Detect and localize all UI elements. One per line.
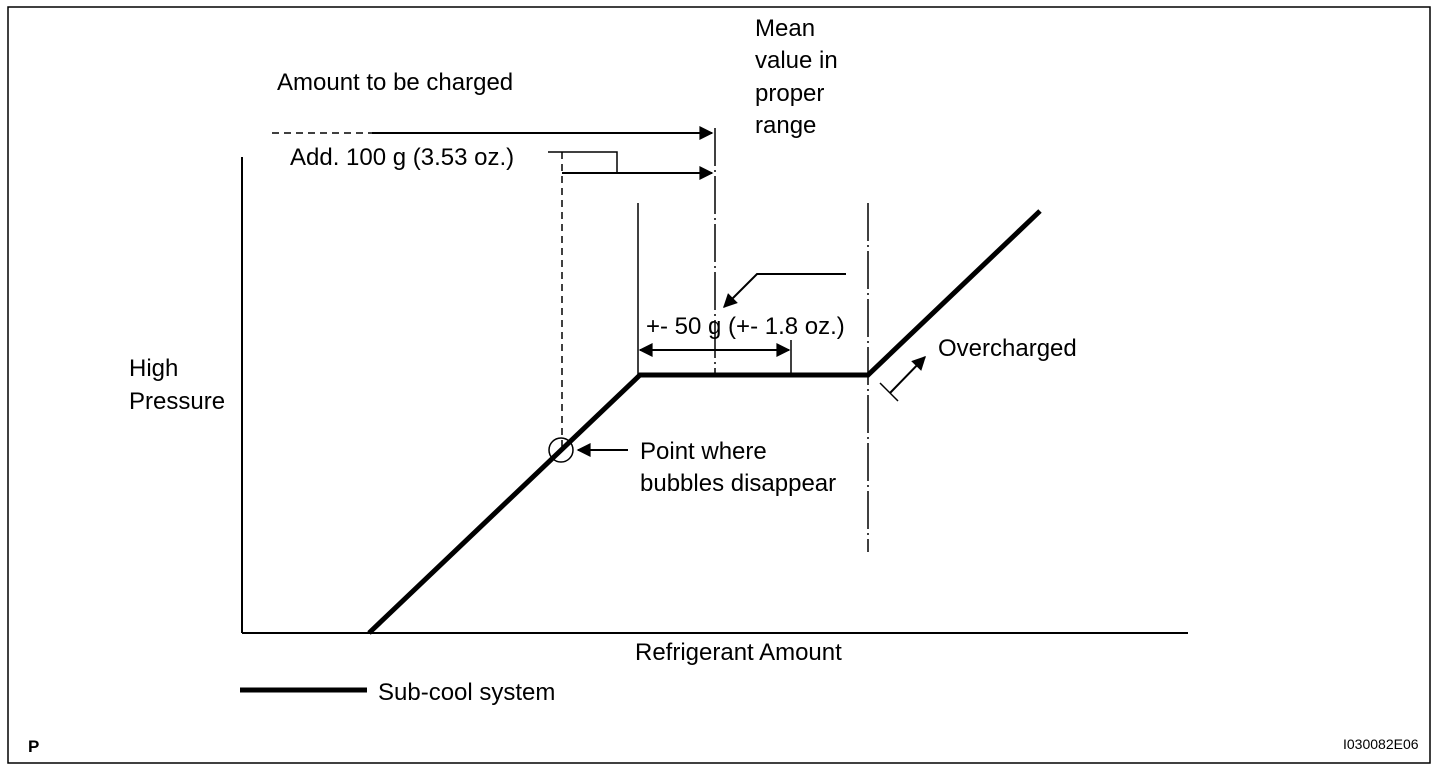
figure-id: I030082E06 xyxy=(1343,736,1419,752)
mean-value-label-line2: value in xyxy=(755,47,838,74)
bubbles-label-line1: Point where xyxy=(640,438,767,465)
mean-value-label-line1: Mean xyxy=(755,15,815,42)
overcharged-arrow xyxy=(889,355,926,394)
bubbles-label-line2: bubbles disappear xyxy=(640,470,836,497)
mean-value-pointer xyxy=(723,273,846,308)
y-axis-label-line1: High xyxy=(129,355,178,382)
x-axis-label: Refrigerant Amount xyxy=(635,639,842,666)
amount-to-be-charged-label: Amount to be charged xyxy=(277,69,513,96)
legend-label: Sub-cool system xyxy=(378,679,555,706)
corner-tag: P xyxy=(28,737,39,756)
add-amount-label: Add. 100 g (3.53 oz.) xyxy=(290,144,514,171)
sub-cool-curve xyxy=(367,209,1042,635)
overcharged-label: Overcharged xyxy=(938,335,1077,362)
overcharged-tick xyxy=(879,382,899,402)
tolerance-label: +- 50 g (+- 1.8 oz.) xyxy=(646,313,845,340)
bubbles-point-marker xyxy=(548,437,574,463)
mean-value-label-line4: range xyxy=(755,112,816,139)
add-amount-leader xyxy=(548,151,618,173)
y-axis-label-line2: Pressure xyxy=(129,388,225,415)
figure-border xyxy=(7,6,1431,764)
mean-value-label-line3: proper xyxy=(755,80,824,107)
